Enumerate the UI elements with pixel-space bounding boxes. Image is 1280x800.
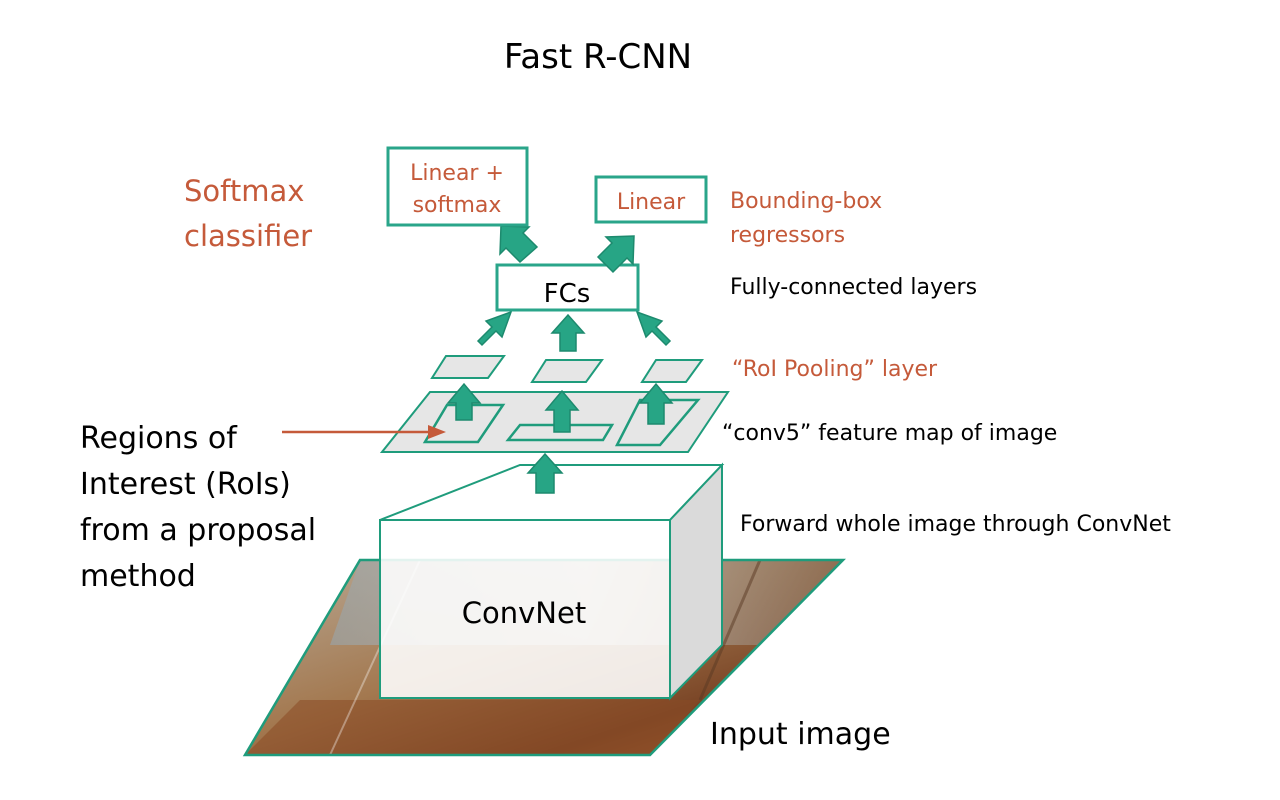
roi-pooling-label: “RoI Pooling” layer xyxy=(732,357,938,382)
roi-pool-cell-right xyxy=(640,359,704,383)
arrow-pool-to-fc-right xyxy=(635,310,672,347)
roi-label-line-4: method xyxy=(80,559,196,594)
convnet-label: ConvNet xyxy=(462,596,586,630)
roi-region-middle xyxy=(505,423,615,442)
roi-label-line-3: from a proposal xyxy=(80,513,316,548)
linear-softmax-line-2: softmax xyxy=(413,193,502,218)
linear-label: Linear xyxy=(617,190,686,215)
arrow-roi-middle xyxy=(544,389,580,433)
linear-softmax-line-1: Linear + xyxy=(410,161,504,186)
fcs-label: FCs xyxy=(544,279,591,309)
fc-layers-label: Fully-connected layers xyxy=(730,275,977,300)
arrow-pool-to-fc-left xyxy=(476,310,513,347)
linear-softmax-box xyxy=(386,146,529,227)
arrow-pool-to-fc-middle xyxy=(550,313,586,352)
softmax-classifier-line-1: Softmax xyxy=(184,174,304,208)
roi-region-right xyxy=(614,398,701,447)
roi-pool-cell-middle xyxy=(530,359,604,383)
arrow-convnet-to-conv5 xyxy=(526,452,564,494)
linear-box xyxy=(594,175,708,224)
forward-label: Forward whole image through ConvNet xyxy=(740,512,1171,537)
roi-label-line-2: Interest (RoIs) xyxy=(80,467,291,502)
roi-pointer-arrow xyxy=(282,425,446,439)
arrow-fc-to-linear xyxy=(596,235,635,274)
softmax-classifier-line-2: classifier xyxy=(184,219,312,253)
roi-pool-cell-left xyxy=(430,355,506,379)
fcs-box xyxy=(495,263,640,312)
arrow-roi-left xyxy=(446,382,482,421)
bbox-regressors-line-2: regressors xyxy=(730,223,845,248)
convnet-box xyxy=(379,462,725,701)
arrow-roi-right xyxy=(638,382,674,425)
bbox-regressors-line-1: Bounding-box xyxy=(730,189,882,214)
conv5-label: “conv5” feature map of image xyxy=(722,421,1057,446)
diagram-title: Fast R-CNN xyxy=(504,37,692,77)
roi-label-line-1: Regions of xyxy=(80,421,238,456)
arrow-fc-to-softmax xyxy=(499,225,539,264)
input-image-label: Input image xyxy=(710,717,891,752)
